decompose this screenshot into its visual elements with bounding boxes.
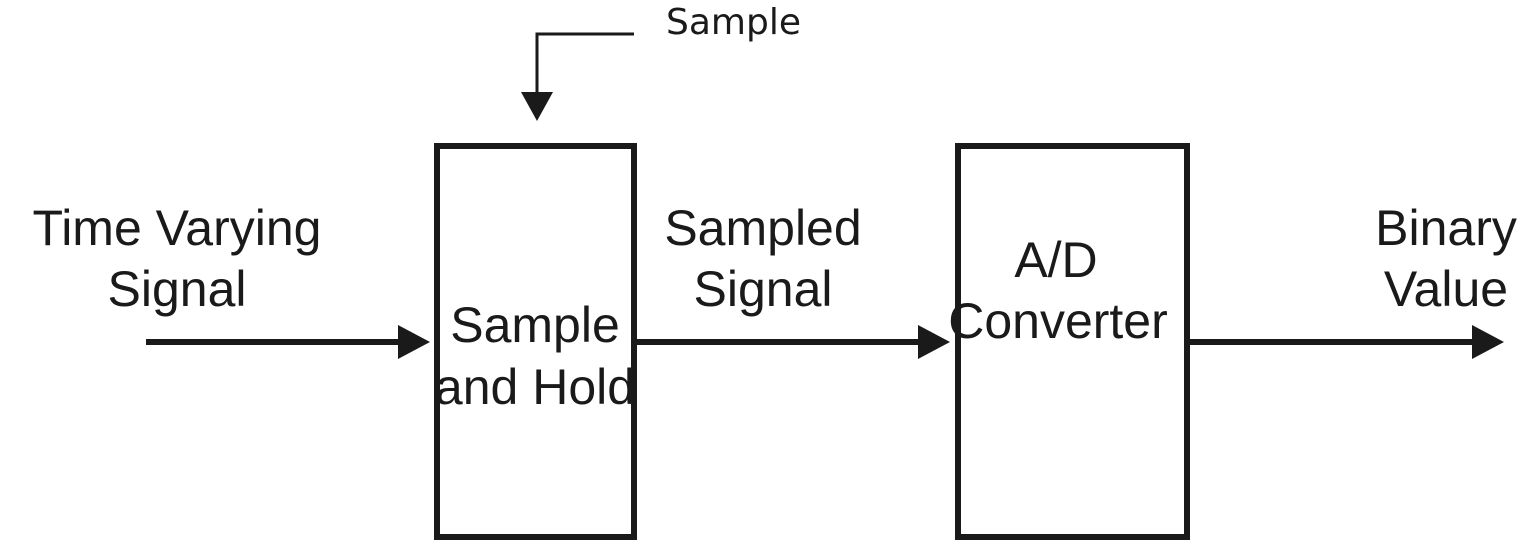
- output-arrowhead: [1472, 325, 1504, 359]
- sampled-signal-arrow: [634, 325, 950, 359]
- sampled-signal-arrowhead: [918, 325, 950, 359]
- sample-hold-label-line2: and Hold: [435, 359, 635, 415]
- sample-control-arrow: [521, 32, 634, 121]
- output-label-line2: Value: [1384, 261, 1508, 317]
- adc-block: A/D Converter: [948, 143, 1190, 540]
- input-arrow: [146, 325, 430, 359]
- sample-hold-block: Sample and Hold: [434, 143, 637, 540]
- input-label-line1: Time Varying: [33, 200, 322, 256]
- sample-control-arrowhead: [521, 92, 553, 121]
- sampled-signal-label-line2: Signal: [694, 261, 833, 317]
- output-arrow: [1187, 325, 1504, 359]
- adc-label-line2: Converter: [948, 293, 1168, 349]
- sample-hold-label-line1: Sample: [450, 297, 620, 353]
- input-label-line2: Signal: [108, 261, 247, 317]
- adc-label-line1: A/D: [1014, 232, 1097, 288]
- sample-control-line: [535, 32, 634, 100]
- sampled-signal-label-line1: Sampled: [664, 200, 861, 256]
- output-label-line1: Binary: [1375, 200, 1517, 256]
- input-arrowhead: [398, 325, 430, 359]
- sample-control-label: Sample: [666, 2, 801, 43]
